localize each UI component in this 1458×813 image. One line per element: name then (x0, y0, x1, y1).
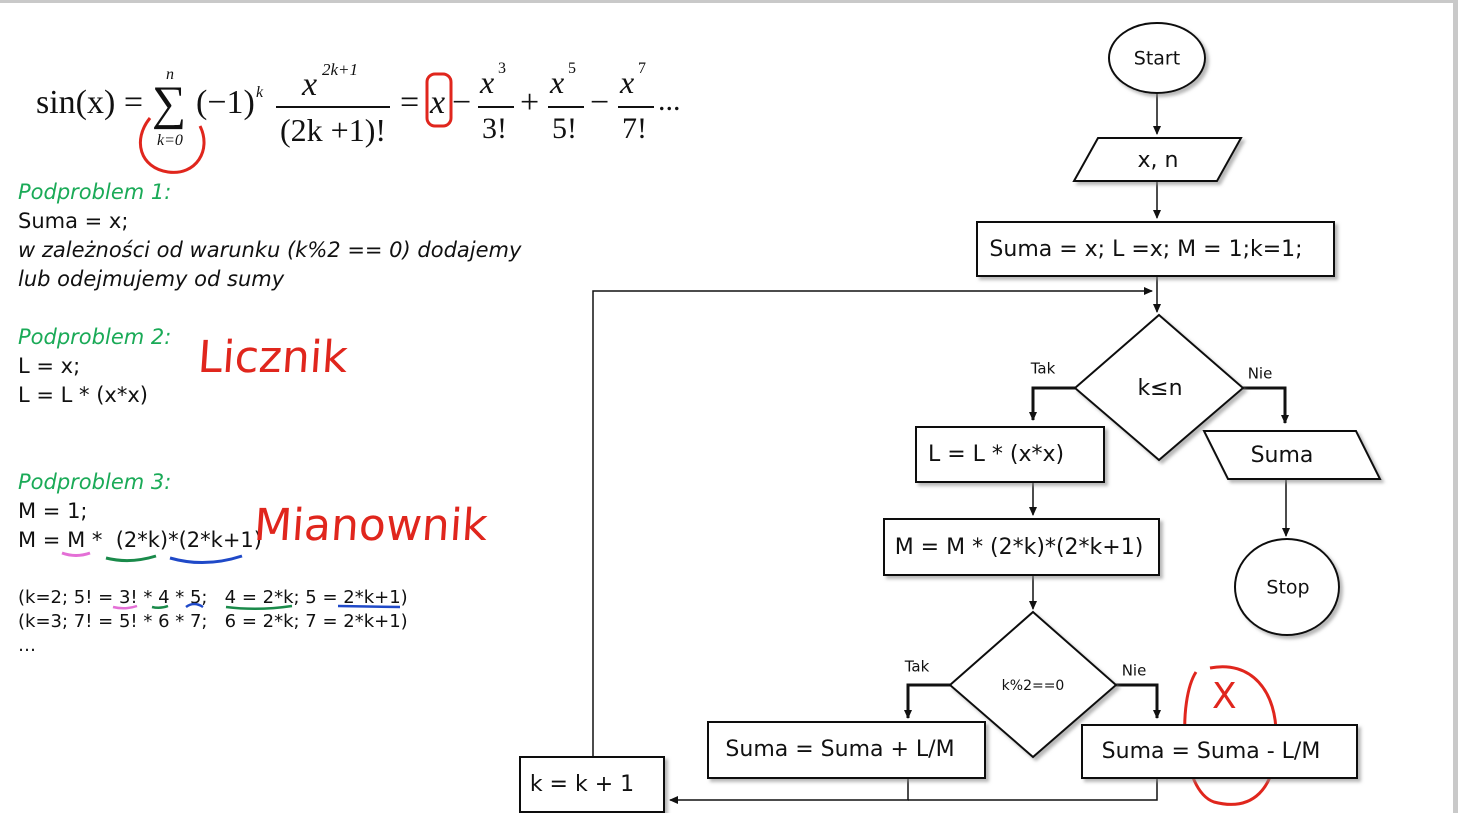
formula-numerator-exponent: 2k+1 (322, 60, 359, 79)
handwritten-cross: X (1212, 676, 1237, 717)
underline-example-4 (151, 604, 169, 610)
underline-2k1-blue (169, 554, 243, 565)
branch-cond2-no (1116, 683, 1161, 719)
formula-minus: − (452, 84, 472, 121)
flow-init-box (976, 221, 1335, 277)
subproblem-1-line-2: w zależności od warunku (k%2 == 0) dodaj… (18, 238, 522, 262)
underline-example-2k (225, 604, 293, 611)
flow-input-parallelogram (1072, 137, 1243, 182)
formula-term5-denominator: 5! (552, 112, 577, 145)
formula-term3-denominator: 3! (482, 112, 507, 145)
subproblem-3-title: Podproblem 3: (18, 470, 172, 494)
formula-term5-exponent: 5 (568, 60, 576, 77)
circle-sum-lower-limit (138, 117, 206, 174)
formula-term5-numerator: x (550, 64, 565, 100)
flow-cond1-yes-label: Tak (1030, 360, 1056, 378)
underline-m-pink (61, 551, 91, 557)
underline-2k-green (105, 554, 157, 563)
formula-numerator: x (302, 66, 318, 103)
flow-cond1-diamond (1073, 313, 1245, 462)
underline-example-2k1 (337, 604, 401, 609)
flow-init-label: Suma = x; L =x; M = 1;k=1; (989, 237, 1302, 262)
flow-output-label: Suma (1251, 443, 1314, 468)
branch-cond1-yes (1029, 386, 1075, 421)
formula-ellipsis: ... (658, 84, 681, 117)
line-sub-to-inc (908, 778, 1158, 801)
formula-term7-numerator: x (620, 64, 635, 100)
flow-sub-box (1081, 724, 1358, 779)
branch-cond2-yes (904, 683, 950, 719)
flow-add-label: Suma = Suma + L/M (725, 737, 954, 762)
formula-term: (−1) (196, 84, 255, 121)
formula-term3-exponent: 3 (498, 60, 506, 77)
formula-term3-bar (478, 106, 514, 108)
subproblem-3-line-2: M = M * (2*k)*(2*k+1) (18, 528, 262, 552)
subproblem-1-line-1: Suma = x; (18, 209, 129, 233)
flow-stop-terminal (1234, 538, 1340, 636)
flow-cond2-yes-label: Tak (904, 658, 930, 676)
flow-stop-label: Stop (1266, 577, 1309, 599)
slide-border-top (0, 0, 1458, 3)
flow-cond1-label: k≤n (1137, 376, 1182, 401)
flow-branches (904, 386, 1289, 719)
flow-cond2-diamond (948, 610, 1118, 759)
formula-term-exponent: k (256, 84, 264, 101)
formula-term5-bar (548, 106, 584, 108)
branch-cond1-no (1243, 386, 1289, 424)
flow-cond2-no-label: Nie (1122, 662, 1147, 680)
flow-cond2-label: k%2==0 (1002, 678, 1065, 694)
example-line-1: (k=2; 5! = 3! * 4 * 5; 4 = 2*k; 5 = 2*k+… (18, 587, 408, 608)
subproblem-1-line-3: lub odejmujemy od sumy (18, 267, 285, 291)
flow-step-l-label: L = L * (x*x) (928, 442, 1064, 467)
formula-plus: + (520, 84, 540, 121)
flow-start-label: Start (1134, 48, 1180, 70)
flow-inc-box (519, 756, 665, 813)
formula-sum-lower: k=0 (157, 132, 183, 149)
formula-term3-numerator: x (480, 64, 495, 100)
example-line-3: … (18, 635, 36, 656)
slide-border-right (1453, 0, 1458, 813)
formula-x: x (430, 84, 446, 121)
flow-connectors (592, 94, 1290, 804)
arrow-loop-back (592, 287, 1153, 756)
arrow-add-to-inc (669, 778, 909, 804)
flow-input-label: x, n (1138, 148, 1179, 173)
flow-start-terminal (1108, 22, 1206, 94)
flow-cond1-no-label: Nie (1248, 365, 1273, 383)
formula-lhs: sin(x) = (36, 84, 143, 121)
flow-output-parallelogram (1202, 430, 1382, 480)
flow-sub-label: Suma = Suma - L/M (1102, 739, 1321, 764)
flow-inc-label: k = k + 1 (530, 772, 634, 797)
formula-term7-exponent: 7 (638, 60, 646, 77)
formula-fraction-bar (276, 106, 390, 108)
example-line-2: (k=3; 7! = 5! * 6 * 7; 6 = 2*k; 7 = 2*k+… (18, 611, 408, 632)
underline-example-5 (185, 602, 204, 609)
formula-sum-upper: n (166, 66, 174, 83)
formula-term7-denominator: 7! (622, 112, 647, 145)
formula-minus-2: − (590, 84, 610, 121)
subproblem-1-title: Podproblem 1: (18, 180, 172, 204)
subproblem-2-line-1: L = x; (18, 354, 81, 378)
subproblem-3-line-1: M = 1; (18, 499, 88, 523)
subproblem-2-title: Podproblem 2: (18, 325, 172, 349)
flow-step-m-label: M = M * (2*k)*(2*k+1) (895, 535, 1144, 560)
circle-first-term-x (425, 72, 453, 128)
underline-example-3fact (112, 604, 138, 610)
subproblem-2-line-2: L = L * (x*x) (18, 383, 148, 407)
formula-equals: = (400, 84, 420, 121)
flow-add-box (707, 721, 986, 779)
formula-term7-bar (618, 106, 654, 108)
flow-step-l-box (915, 426, 1105, 483)
flow-step-m-box (883, 518, 1160, 576)
formula-denominator: (2k +1)! (280, 112, 387, 148)
formula-sum-sign: ∑ (152, 77, 187, 130)
